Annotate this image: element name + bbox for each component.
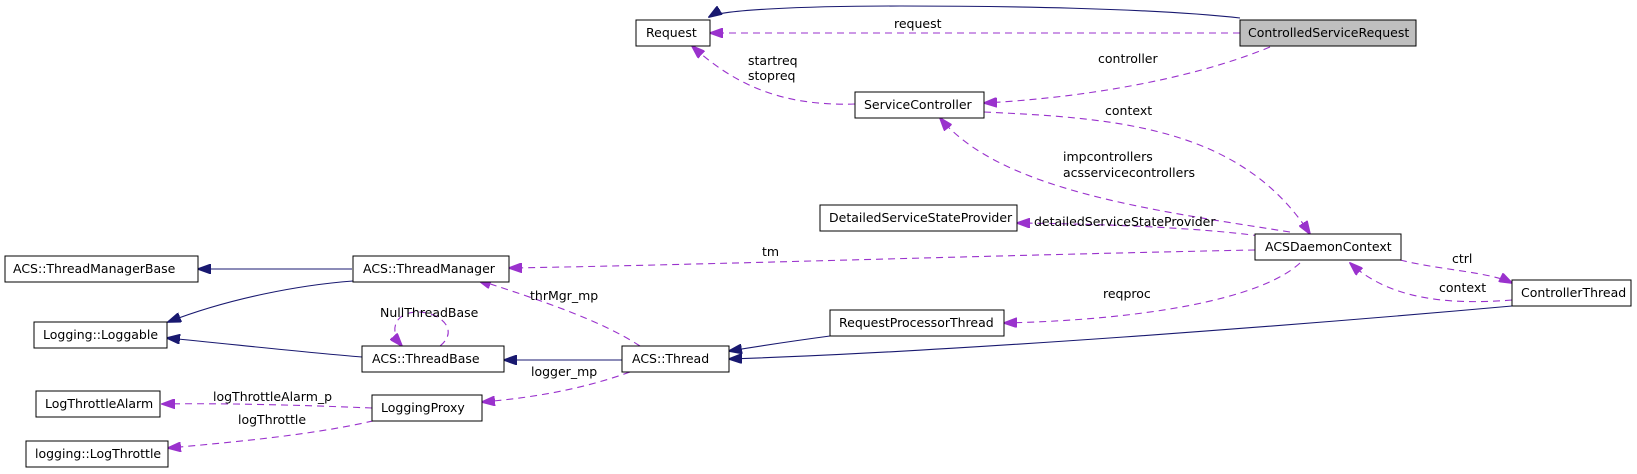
edge-detailed-service-state-provider bbox=[1017, 223, 1261, 237]
edge-threadbase-to-loggable bbox=[167, 338, 363, 358]
label-context-ct: context bbox=[1439, 280, 1486, 295]
usage-edges bbox=[162, 33, 1512, 448]
edge-logger-mp bbox=[482, 371, 631, 402]
label-impcontrollers: impcontrollers bbox=[1063, 149, 1153, 164]
node-log-throttle-box bbox=[25, 440, 169, 468]
label-context-sc: context bbox=[1105, 103, 1152, 118]
node-detailed-service-state-provider[interactable]: DetailedServiceStateProvider bbox=[819, 204, 1018, 232]
node-request-processor-thread-box bbox=[829, 309, 1005, 337]
node-logging-proxy[interactable]: LoggingProxy bbox=[371, 394, 483, 422]
edge-log-throttle bbox=[168, 417, 386, 448]
node-service-controller[interactable]: ServiceController bbox=[854, 91, 985, 119]
node-controlled-service-request-box bbox=[1239, 19, 1417, 47]
node-loggable-box bbox=[33, 321, 168, 349]
inheritance-edges bbox=[167, 5, 1513, 360]
node-request[interactable]: Request bbox=[635, 19, 711, 47]
label-request: request bbox=[894, 16, 942, 31]
node-log-throttle[interactable]: logging::LogThrottle bbox=[25, 440, 169, 468]
node-log-throttle-alarm-box bbox=[35, 390, 161, 418]
edge-tm bbox=[509, 249, 1256, 268]
node-request-label: Request bbox=[646, 25, 697, 40]
label-tm: tm bbox=[762, 244, 779, 259]
node-thread[interactable]: ACS::Thread bbox=[621, 345, 730, 373]
node-thread-base[interactable]: ACS::ThreadBase bbox=[361, 345, 505, 373]
edge-impcontrollers bbox=[940, 118, 1291, 233]
node-detailed-service-state-provider-box bbox=[819, 204, 1018, 232]
edge-requestprocessor-to-thread bbox=[729, 335, 831, 351]
edge-log-throttle-alarm-p bbox=[162, 404, 373, 408]
label-stopreq: stopreq bbox=[748, 68, 796, 83]
label-controller: controller bbox=[1098, 51, 1158, 66]
node-logging-proxy-label: LoggingProxy bbox=[381, 400, 465, 415]
node-service-controller-label: ServiceController bbox=[864, 97, 973, 112]
node-thread-manager-base-label: ACS::ThreadManagerBase bbox=[13, 261, 176, 276]
node-thread-manager[interactable]: ACS::ThreadManager bbox=[352, 255, 510, 283]
node-thread-manager-base-box bbox=[4, 255, 199, 283]
node-controller-thread-label: ControllerThread bbox=[1521, 285, 1626, 300]
label-thrmgr-mp: thrMgr_mp bbox=[530, 288, 598, 303]
edge-thrmgr-mp bbox=[478, 280, 641, 347]
node-request-box bbox=[635, 19, 711, 47]
node-log-throttle-alarm-label: LogThrottleAlarm bbox=[45, 396, 153, 411]
node-thread-manager-label: ACS::ThreadManager bbox=[363, 261, 496, 276]
node-thread-label: ACS::Thread bbox=[632, 351, 709, 366]
node-thread-manager-box bbox=[352, 255, 510, 283]
node-request-processor-thread-label: RequestProcessorThread bbox=[839, 315, 994, 330]
node-logging-proxy-box bbox=[371, 394, 483, 422]
label-reqproc: reqproc bbox=[1103, 286, 1151, 301]
edge-controllerthread-to-thread bbox=[729, 305, 1513, 359]
edge-reqproc bbox=[1004, 262, 1301, 323]
node-log-throttle-alarm[interactable]: LogThrottleAlarm bbox=[35, 390, 161, 418]
node-controlled-service-request[interactable]: ControlledServiceRequest bbox=[1239, 19, 1417, 47]
edge-threadmanager-to-loggable bbox=[168, 280, 354, 322]
node-controller-thread[interactable]: ControllerThread bbox=[1511, 279, 1632, 307]
node-service-controller-box bbox=[854, 91, 985, 119]
node-log-throttle-label: logging::LogThrottle bbox=[35, 446, 161, 461]
label-logger-mp: logger_mp bbox=[531, 364, 597, 379]
node-loggable[interactable]: Logging::Loggable bbox=[33, 321, 168, 349]
edge-context-ct bbox=[1350, 263, 1513, 303]
node-controller-thread-box bbox=[1511, 279, 1632, 307]
label-ctrl: ctrl bbox=[1452, 251, 1472, 266]
node-detailed-service-state-provider-label: DetailedServiceStateProvider bbox=[829, 210, 1013, 225]
label-detailed-service-state-provider: detailedServiceStateProvider bbox=[1034, 214, 1216, 229]
edge-controller bbox=[984, 46, 1271, 103]
node-thread-manager-base[interactable]: ACS::ThreadManagerBase bbox=[4, 255, 199, 283]
label-log-throttle-alarm-p: logThrottleAlarm_p bbox=[213, 389, 332, 404]
node-thread-box bbox=[621, 345, 730, 373]
node-loggable-label: Logging::Loggable bbox=[43, 327, 158, 342]
node-controlled-service-request-label: ControlledServiceRequest bbox=[1248, 25, 1409, 40]
label-acsservicecontrollers: acsservicecontrollers bbox=[1063, 165, 1195, 180]
node-acs-daemon-context[interactable]: ACSDaemonContext bbox=[1254, 233, 1402, 261]
label-startreq: startreq bbox=[748, 53, 798, 68]
edge-null-thread-base bbox=[395, 311, 449, 346]
node-request-processor-thread[interactable]: RequestProcessorThread bbox=[829, 309, 1005, 337]
edge-context-sc bbox=[983, 111, 1310, 234]
label-log-throttle: logThrottle bbox=[238, 412, 306, 427]
edge-csr-to-request bbox=[709, 5, 1241, 19]
node-thread-base-box bbox=[361, 345, 505, 373]
edge-startreq-stopreq bbox=[692, 46, 856, 105]
node-acs-daemon-context-box bbox=[1254, 233, 1402, 261]
edge-ctrl bbox=[1399, 259, 1512, 283]
label-null-thread-base: NullThreadBase bbox=[380, 305, 479, 320]
edge-labels: request startreq stopreq controller cont… bbox=[213, 16, 1486, 427]
node-acs-daemon-context-label: ACSDaemonContext bbox=[1265, 239, 1392, 254]
node-thread-base-label: ACS::ThreadBase bbox=[372, 351, 480, 366]
